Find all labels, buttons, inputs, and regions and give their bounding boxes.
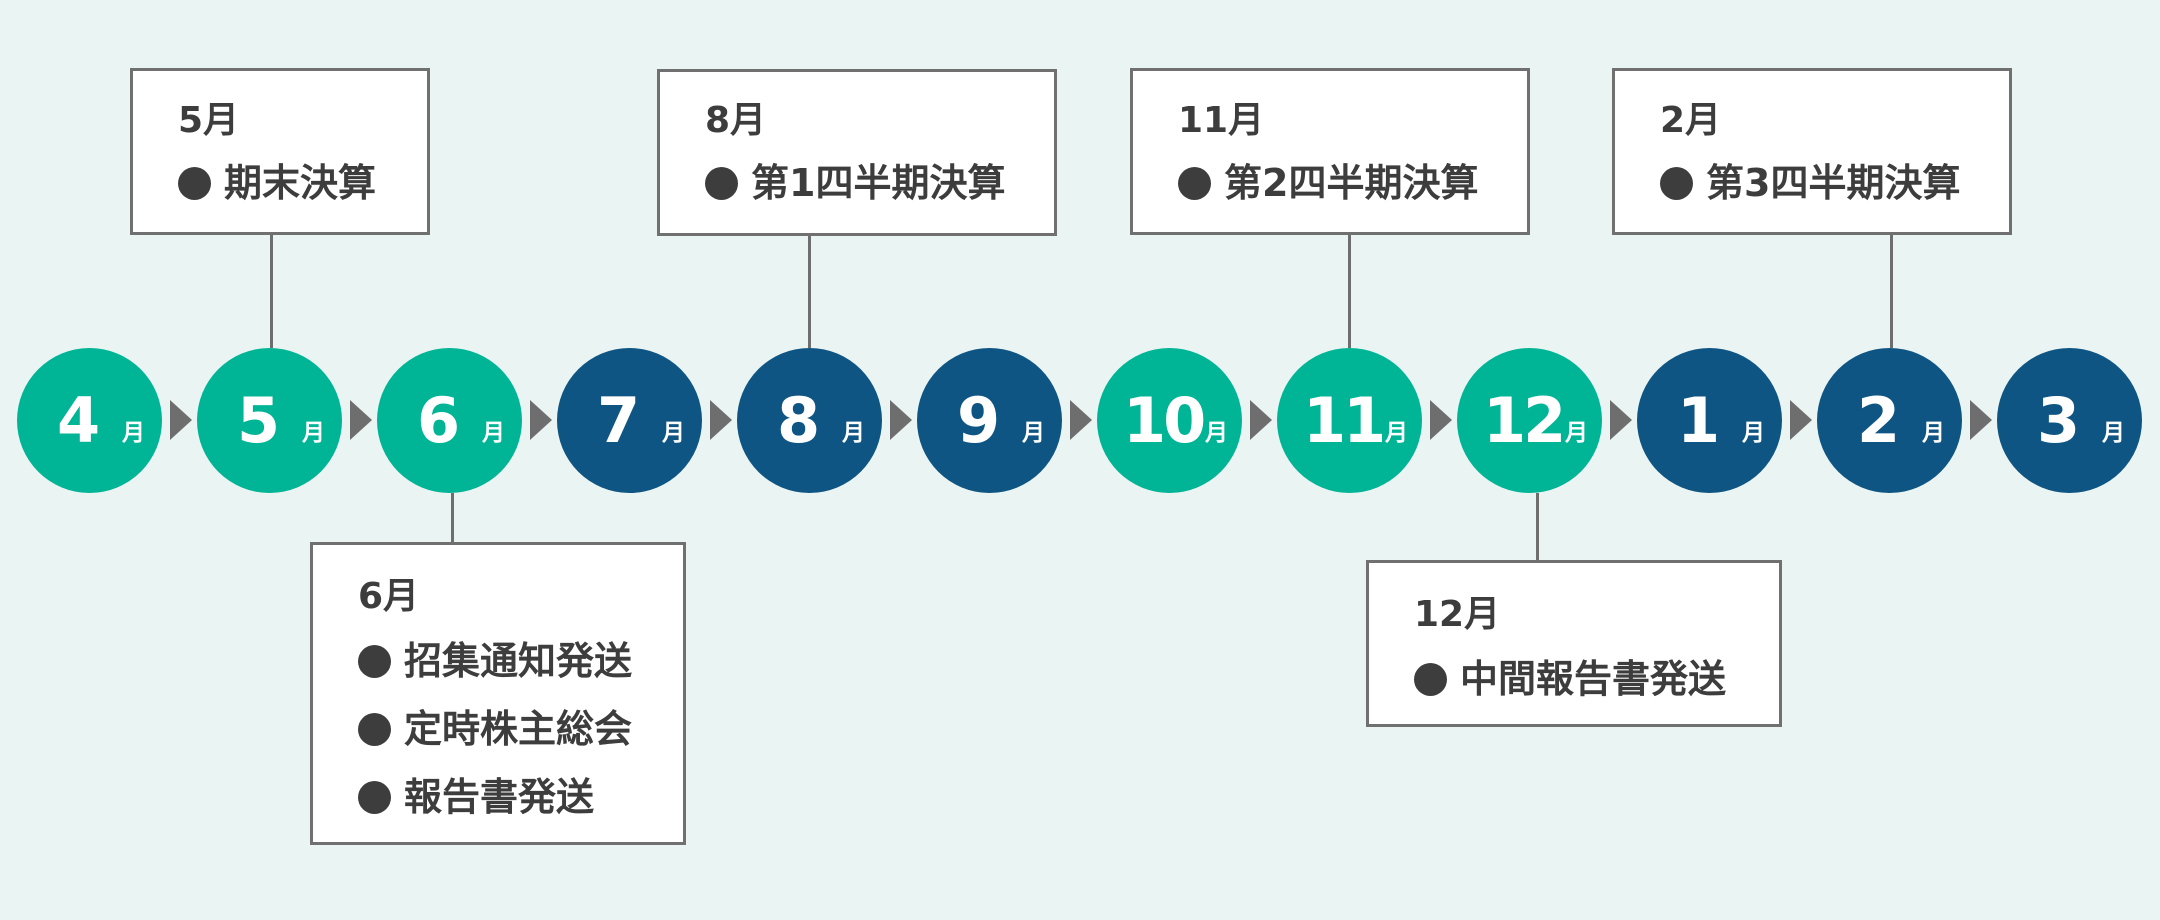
event-box-february: 2月 第3四半期決算: [1612, 68, 2012, 235]
event-box-december: 12月 中間報告書発送: [1366, 560, 1782, 727]
event-box-june: 6月 招集通知発送 定時株主総会 報告書発送: [310, 542, 686, 845]
event-item: 定時株主総会: [358, 705, 632, 753]
event-box-november: 11月 第2四半期決算: [1130, 68, 1530, 235]
arrow-right-icon: [1070, 400, 1092, 440]
month-number: 4: [57, 384, 100, 457]
month-unit: 月: [482, 420, 505, 446]
month-unit: 月: [842, 420, 865, 446]
month-circle-10: 10 月: [1097, 348, 1242, 493]
event-item: 第1四半期決算: [705, 159, 1005, 207]
bullet-icon: [1414, 663, 1447, 696]
month-number: 6: [417, 384, 460, 457]
bullet-icon: [1660, 167, 1693, 200]
connector-line: [1890, 234, 1893, 348]
connector-line: [270, 234, 273, 348]
event-item-text: 第2四半期決算: [1224, 161, 1479, 205]
arrow-right-icon: [350, 400, 372, 440]
arrow-right-icon: [530, 400, 552, 440]
event-box-august: 8月 第1四半期決算: [657, 69, 1057, 236]
month-circle-11: 11 月: [1277, 348, 1422, 493]
event-item-text: 第3四半期決算: [1706, 161, 1961, 205]
month-number: 7: [597, 384, 640, 457]
connector-line: [451, 493, 454, 543]
connector-line: [1536, 493, 1539, 561]
bullet-icon: [705, 167, 738, 200]
month-circle-4: 4 月: [17, 348, 162, 493]
arrow-right-icon: [710, 400, 732, 440]
month-number: 2: [1857, 384, 1900, 457]
bullet-icon: [358, 781, 391, 814]
bullet-icon: [358, 713, 391, 746]
month-unit: 月: [1022, 420, 1045, 446]
month-circle-7: 7 月: [557, 348, 702, 493]
event-item-text: 中間報告書発送: [1460, 657, 1727, 701]
month-circle-6: 6 月: [377, 348, 522, 493]
month-unit: 月: [122, 420, 145, 446]
event-month-label: 2月: [1660, 100, 1722, 141]
arrow-right-icon: [170, 400, 192, 440]
event-month-label: 8月: [705, 100, 767, 141]
month-number: 11: [1303, 384, 1386, 457]
month-unit: 月: [1742, 420, 1765, 446]
arrow-right-icon: [1610, 400, 1632, 440]
arrow-right-icon: [1250, 400, 1272, 440]
event-item-text: 招集通知発送: [404, 639, 633, 683]
event-item: 期末決算: [178, 159, 376, 207]
month-unit: 月: [1205, 420, 1228, 446]
month-circle-1: 1 月: [1637, 348, 1782, 493]
event-item-text: 定時株主総会: [404, 707, 633, 751]
month-circle-12: 12 月: [1457, 348, 1602, 493]
month-unit: 月: [2102, 420, 2125, 446]
arrow-right-icon: [1970, 400, 1992, 440]
event-item-text: 第1四半期決算: [751, 161, 1006, 205]
month-circle-5: 5 月: [197, 348, 342, 493]
bullet-icon: [178, 167, 211, 200]
month-circle-8: 8 月: [737, 348, 882, 493]
month-circle-3: 3 月: [1997, 348, 2142, 493]
month-unit: 月: [302, 420, 325, 446]
event-item: 中間報告書発送: [1414, 655, 1726, 703]
event-item-text: 期末決算: [224, 161, 377, 205]
event-item: 報告書発送: [358, 773, 594, 821]
connector-line: [1348, 234, 1351, 348]
arrow-right-icon: [890, 400, 912, 440]
month-number: 3: [2037, 384, 2080, 457]
month-number: 9: [957, 384, 1000, 457]
month-circle-9: 9 月: [917, 348, 1062, 493]
event-month-label: 5月: [178, 100, 240, 141]
connector-line: [808, 234, 811, 348]
month-unit: 月: [1385, 420, 1408, 446]
event-month-label: 6月: [358, 576, 420, 617]
month-unit: 月: [1922, 420, 1945, 446]
month-number: 10: [1123, 384, 1206, 457]
event-item: 第3四半期決算: [1660, 159, 1960, 207]
month-unit: 月: [662, 420, 685, 446]
month-number: 1: [1677, 384, 1720, 457]
month-circle-2: 2 月: [1817, 348, 1962, 493]
month-number: 5: [237, 384, 280, 457]
event-month-label: 12月: [1414, 594, 1501, 635]
month-unit: 月: [1565, 420, 1588, 446]
month-number: 12: [1483, 384, 1566, 457]
arrow-right-icon: [1790, 400, 1812, 440]
bullet-icon: [358, 645, 391, 678]
event-month-label: 11月: [1178, 100, 1265, 141]
bullet-icon: [1178, 167, 1211, 200]
event-item-text: 報告書発送: [404, 775, 595, 819]
arrow-right-icon: [1430, 400, 1452, 440]
event-item: 第2四半期決算: [1178, 159, 1478, 207]
month-number: 8: [777, 384, 820, 457]
event-box-may: 5月 期末決算: [130, 68, 430, 235]
event-item: 招集通知発送: [358, 637, 632, 685]
